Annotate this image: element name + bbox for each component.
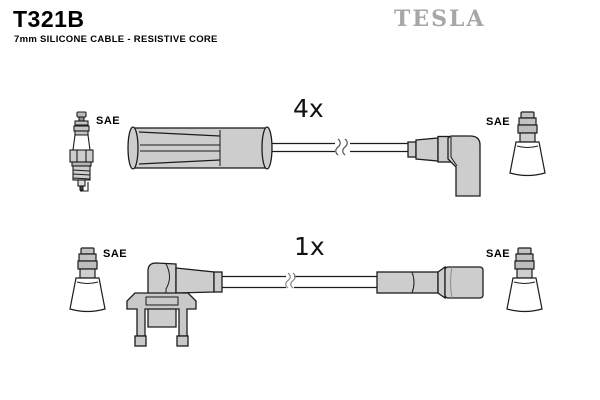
cable-break-icon xyxy=(285,272,296,289)
sae-label-bottom-left: SAE xyxy=(103,248,128,260)
straight-ribbed-boot-icon xyxy=(127,126,273,170)
tesla-logo: TESLA xyxy=(394,6,486,32)
sae-label-top-left: SAE xyxy=(96,115,121,127)
sae-label-top-right: SAE xyxy=(486,116,511,128)
angled-boot-icon xyxy=(407,135,481,197)
quantity-label-4x: 4x xyxy=(293,94,324,123)
sae-terminal-icon xyxy=(509,111,546,177)
quantity-label-1x: 1x xyxy=(294,232,325,261)
spark-plug-icon xyxy=(69,111,94,192)
cable-row-1x xyxy=(69,247,543,347)
bracket-elbow-boot-icon xyxy=(126,262,223,347)
cable-spec-subtitle: 7mm SILICONE CABLE - RESISTIVE CORE xyxy=(14,34,218,45)
sae-label-bottom-right: SAE xyxy=(486,248,511,260)
cable-row-4x xyxy=(69,111,546,197)
cable-break-icon xyxy=(335,138,348,156)
cable-line-top xyxy=(272,138,408,156)
straight-boot-icon xyxy=(376,265,484,300)
sae-terminal-icon xyxy=(69,247,106,313)
cable-line-bottom xyxy=(222,272,377,289)
part-number: T321B xyxy=(13,6,85,32)
sae-terminal-icon xyxy=(506,247,543,313)
